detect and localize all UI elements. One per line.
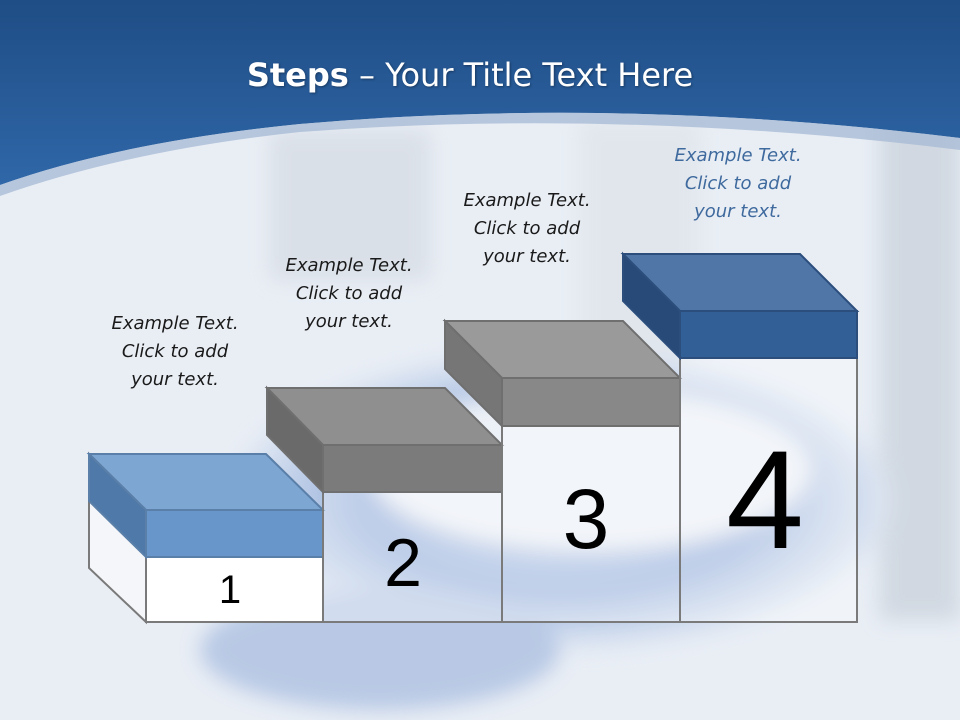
slide-title[interactable]: Steps – Your Title Text Here (0, 56, 940, 94)
step-1-caption[interactable]: Example Text. Click to add your text. (75, 310, 275, 394)
step-2-caption-line-3: your text. (305, 311, 393, 332)
step-3-caption-line-3: your text. (483, 246, 571, 267)
step-4-caption-line-2: Click to add (684, 173, 792, 194)
step-3-caption[interactable]: Example Text. Click to add your text. (427, 187, 627, 271)
step-1-number: 1 (218, 568, 242, 612)
step-2-number: 2 (384, 525, 422, 601)
title-rest: – Your Title Text Here (348, 56, 694, 94)
step-4-caption[interactable]: Example Text. Click to add your text. (638, 142, 838, 226)
step-3-number: 3 (562, 472, 610, 566)
step-1-caption-line-3: your text. (131, 369, 219, 390)
step-1-caption-line-1: Example Text. (111, 313, 239, 334)
step-2-caption-line-2: Click to add (295, 283, 403, 304)
step-4-caption-line-1: Example Text. (674, 145, 802, 166)
step-4-block[interactable] (620, 251, 860, 623)
step-3-caption-line-2: Click to add (473, 218, 581, 239)
step-4-number: 4 (726, 421, 804, 578)
step-1-block[interactable] (86, 451, 326, 625)
step-2-caption[interactable]: Example Text. Click to add your text. (249, 252, 449, 336)
step-1-caption-line-2: Click to add (121, 341, 229, 362)
step-3-caption-line-1: Example Text. (463, 190, 591, 211)
step-2-caption-line-1: Example Text. (285, 255, 413, 276)
step-4-caption-line-3: your text. (694, 201, 782, 222)
title-bold: Steps (246, 56, 349, 94)
